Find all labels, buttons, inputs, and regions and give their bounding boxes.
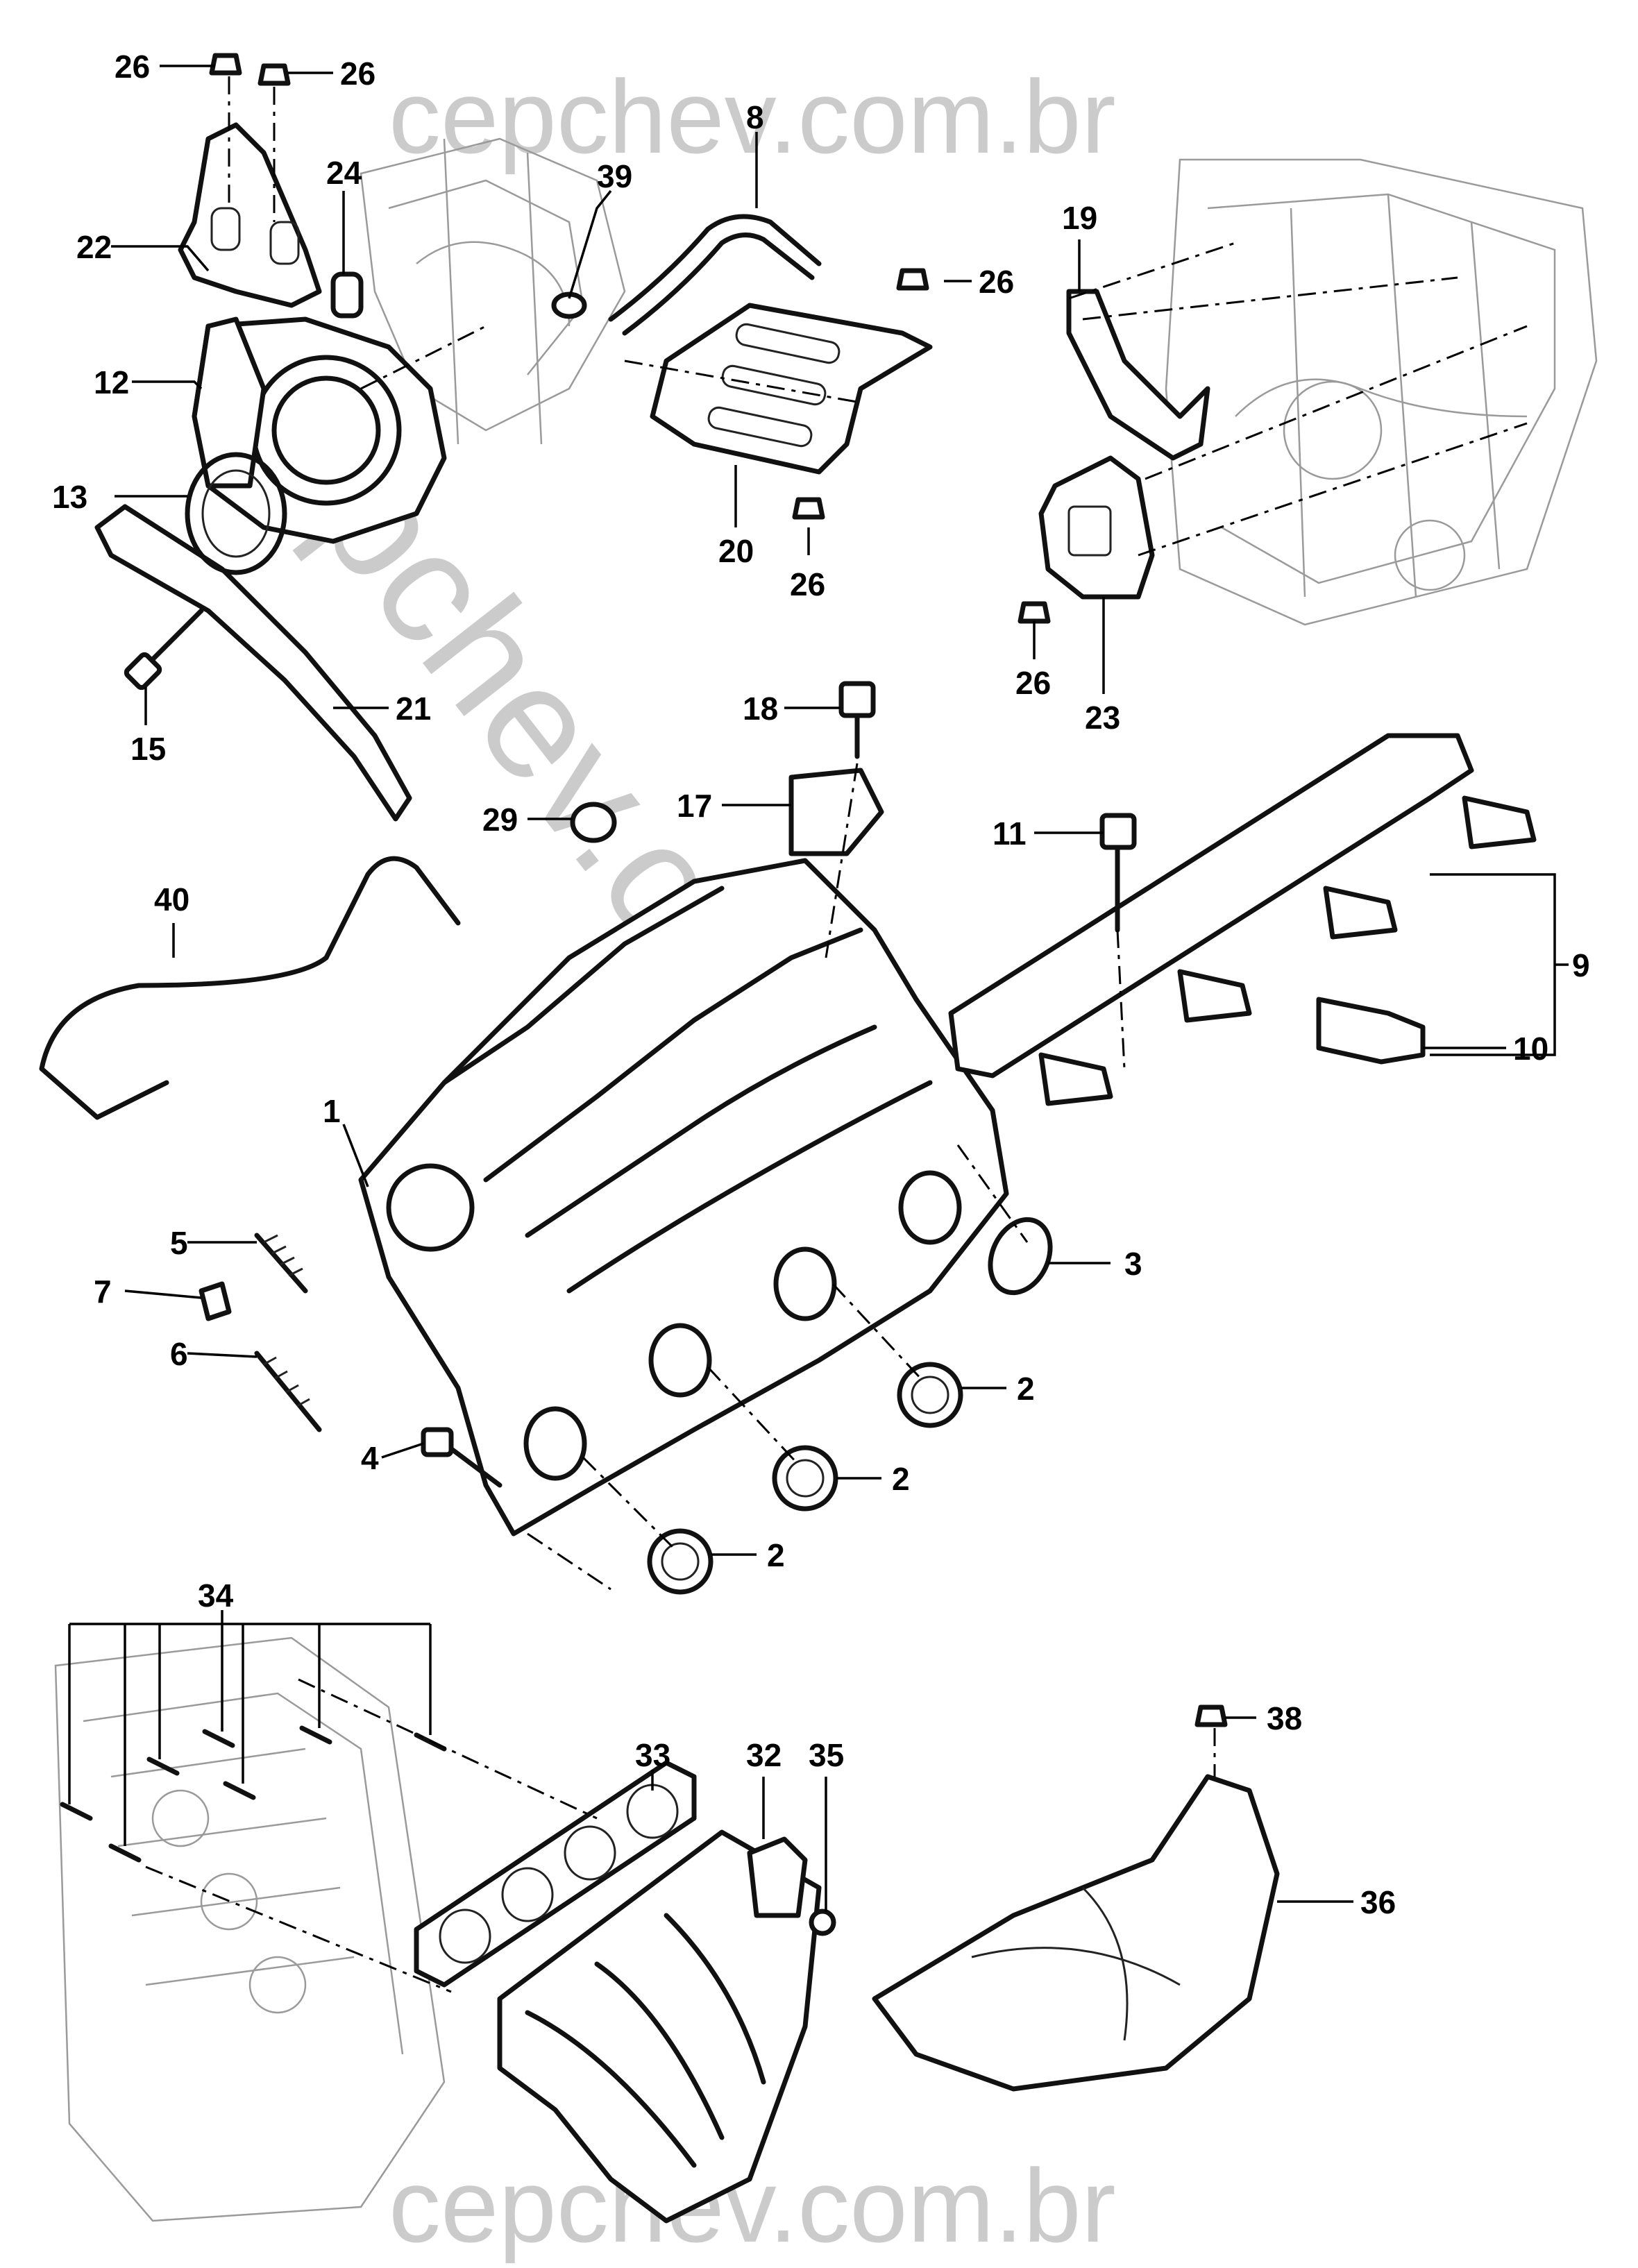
- callout-8: 8: [746, 99, 764, 135]
- callout-3: 3: [1124, 1246, 1142, 1282]
- bolt-26-c: [896, 268, 929, 291]
- port-gasket-2a: [897, 1362, 963, 1428]
- callout-2-middle: 2: [892, 1461, 910, 1497]
- stud-34-a: [60, 1802, 93, 1821]
- callout-17: 17: [677, 788, 712, 824]
- vent-hose-40: [39, 856, 461, 1120]
- port-gasket-2b: [772, 1445, 838, 1512]
- callout-34: 34: [198, 1577, 234, 1614]
- callout-7: 7: [94, 1273, 112, 1310]
- support-strap-21: [94, 504, 412, 822]
- intake-manifold: [358, 858, 1009, 1537]
- stud-34-c: [146, 1757, 180, 1776]
- assembly-lines: [145, 76, 1528, 1993]
- callout-26-top-left: 26: [115, 49, 150, 85]
- manifold-port: [386, 1163, 475, 1252]
- heat-shield-20: [650, 303, 933, 475]
- callout-23: 23: [1085, 700, 1120, 736]
- stud-34-e: [223, 1781, 256, 1800]
- callout-6: 6: [170, 1336, 188, 1372]
- nut-38: [1194, 1704, 1228, 1727]
- sleeve-24: [330, 271, 364, 319]
- callout-18: 18: [743, 691, 778, 727]
- callout-19: 19: [1062, 200, 1097, 236]
- callout-29: 29: [482, 802, 518, 838]
- callout-21: 21: [396, 691, 431, 727]
- callout-38: 38: [1267, 1700, 1302, 1736]
- hose-clamp-39: [551, 291, 587, 319]
- callout-13: 13: [52, 479, 87, 515]
- throttle-gasket-13: [185, 452, 287, 575]
- stud-34-f: [299, 1725, 332, 1745]
- fuel-rail-9: [948, 733, 1474, 1078]
- engine-background-bottom: [54, 1636, 446, 2222]
- callout-11: 11: [993, 815, 1027, 852]
- watermark-top: cepchev.com.br: [389, 58, 1116, 175]
- callout-2-lower: 2: [767, 1537, 785, 1573]
- bolt-26-b: [257, 63, 291, 86]
- heat-shield-36: [872, 1774, 1280, 2092]
- callout-2-upper: 2: [1017, 1371, 1035, 1407]
- fuel-rail-group: [570, 681, 1537, 1106]
- callout-26-right: 26: [1015, 665, 1051, 701]
- callout-20: 20: [718, 533, 754, 569]
- port-gasket-3: [988, 1217, 1053, 1296]
- callout-22: 22: [76, 229, 112, 265]
- stud-34-b: [108, 1843, 142, 1863]
- port-gaskets: [647, 1217, 1053, 1595]
- callout-labels: 26 26 24 22 12 13 15 21 39 8 20 26 26 19…: [52, 49, 1590, 1920]
- callout-5: 5: [170, 1225, 188, 1261]
- leader-lines: [68, 65, 1569, 1912]
- map-sensor-17: [788, 768, 884, 856]
- throttle-body-assembly: [94, 122, 447, 822]
- injector-10: [1316, 997, 1426, 1065]
- engine-background-top: [360, 137, 1598, 626]
- callout-24: 24: [326, 155, 362, 191]
- upper-right-brackets: [1038, 289, 1210, 600]
- plug-29: [570, 802, 617, 843]
- bracket-23: [1038, 455, 1155, 600]
- hose-8: [608, 214, 822, 322]
- callout-33: 33: [635, 1737, 670, 1773]
- bolt-26-a: [209, 53, 242, 76]
- callout-32: 32: [746, 1737, 782, 1773]
- fasteners-left: [199, 1233, 503, 1488]
- nut-35: [809, 1909, 836, 1936]
- callout-12: 12: [94, 364, 129, 400]
- callout-40: 40: [154, 881, 189, 917]
- injector-upper-3: [1177, 969, 1252, 1023]
- throttle-bracket-22: [178, 122, 322, 308]
- bolt-26-e: [1018, 601, 1051, 624]
- callout-26-shield: 26: [790, 566, 825, 602]
- callout-4: 4: [361, 1440, 379, 1476]
- callout-15: 15: [130, 731, 166, 767]
- port-gasket-2c: [647, 1528, 714, 1595]
- bolt-15: [143, 608, 204, 669]
- callout-26-top-right: 26: [340, 56, 375, 92]
- bolt-26-d: [792, 497, 825, 520]
- callout-9: 9: [1572, 947, 1590, 983]
- callout-39: 39: [597, 158, 632, 194]
- nut-7: [199, 1281, 232, 1321]
- bolts-26: [209, 53, 1051, 624]
- callout-26-center: 26: [979, 264, 1014, 300]
- bracket-19: [1066, 289, 1210, 461]
- exhaust-gasket-33: [414, 1760, 697, 1988]
- callout-36: 36: [1360, 1884, 1396, 1920]
- upper-center-parts: [551, 214, 933, 475]
- injector-upper-4: [1038, 1052, 1113, 1106]
- injector-upper-2: [1323, 886, 1398, 940]
- callout-35: 35: [809, 1737, 844, 1773]
- callout-1: 1: [323, 1093, 341, 1129]
- bracket-32: [747, 1836, 808, 1918]
- callout-10: 10: [1513, 1031, 1548, 1067]
- injector-upper-1: [1462, 795, 1537, 849]
- stud-34-d: [202, 1729, 235, 1748]
- exhaust-group: [60, 1704, 1280, 2224]
